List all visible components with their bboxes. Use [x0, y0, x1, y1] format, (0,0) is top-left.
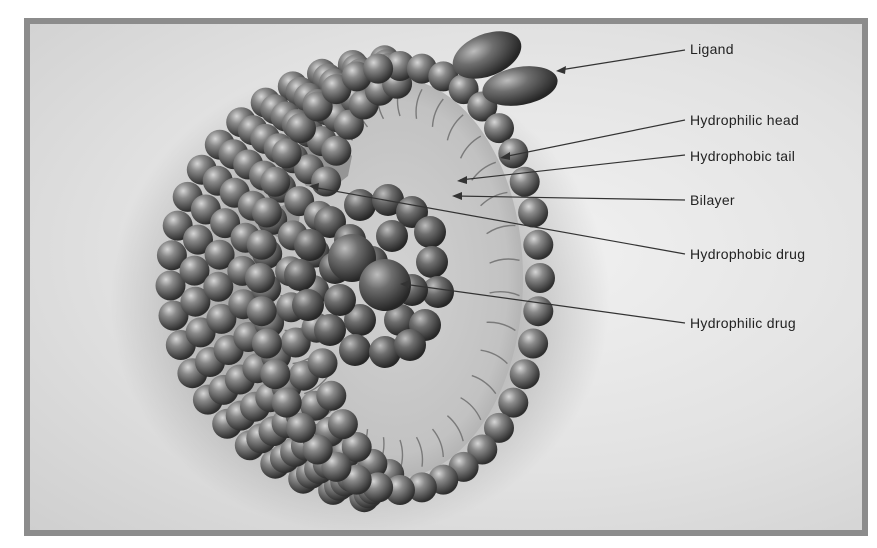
rim-head-sphere: [272, 138, 302, 168]
rim-head-sphere: [260, 167, 290, 197]
rim-head-sphere: [523, 230, 553, 260]
label-hydrophobic-drug: Hydrophobic drug: [690, 246, 805, 262]
label-hydrophobic-tail: Hydrophobic tail: [690, 148, 795, 164]
rim-head-sphere: [363, 54, 393, 84]
label-hydrophilic-drug: Hydrophilic drug: [690, 315, 796, 331]
rim-head-sphere: [252, 198, 282, 228]
label-ligand: Ligand: [690, 41, 734, 57]
rim-head-sphere: [260, 359, 290, 389]
rim-head-sphere: [272, 388, 302, 418]
rim-head-sphere: [247, 296, 277, 326]
rim-head-sphere: [247, 230, 277, 260]
lipid-head-sphere: [308, 348, 338, 378]
hydrophilic-drug-sphere: [416, 246, 448, 278]
lipid-head-sphere: [316, 381, 346, 411]
hydrophilic-drug-sphere: [292, 289, 324, 321]
hydrophilic-drug-sphere: [376, 220, 408, 252]
hydrophilic-drug-sphere: [314, 314, 346, 346]
lipid-head-sphere: [321, 136, 351, 166]
rim-head-sphere: [498, 388, 528, 418]
rim-head-sphere: [498, 138, 528, 168]
rim-head-sphere: [510, 359, 540, 389]
label-hydrophilic-head: Hydrophilic head: [690, 112, 799, 128]
rim-head-sphere: [525, 263, 555, 293]
hydrophilic-drug-sphere: [394, 329, 426, 361]
ligand-leader-line: [560, 50, 685, 70]
hydrophilic-drug-sphere: [414, 216, 446, 248]
rim-head-sphere: [518, 198, 548, 228]
rim-head-sphere: [286, 413, 316, 443]
hydrophilic-drug-sphere: [339, 334, 371, 366]
hydrophilic-drug-sphere: [284, 259, 316, 291]
hydrophilic-drug-sphere: [294, 229, 326, 261]
label-bilayer: Bilayer: [690, 192, 735, 208]
lipid-head-sphere: [328, 409, 358, 439]
rim-head-sphere: [484, 113, 514, 143]
rim-head-sphere: [252, 329, 282, 359]
rim-head-sphere: [518, 329, 548, 359]
rim-head-sphere: [245, 263, 275, 293]
ligand-arrowhead: [556, 66, 566, 74]
hydrophilic-drug-sphere: [324, 284, 356, 316]
